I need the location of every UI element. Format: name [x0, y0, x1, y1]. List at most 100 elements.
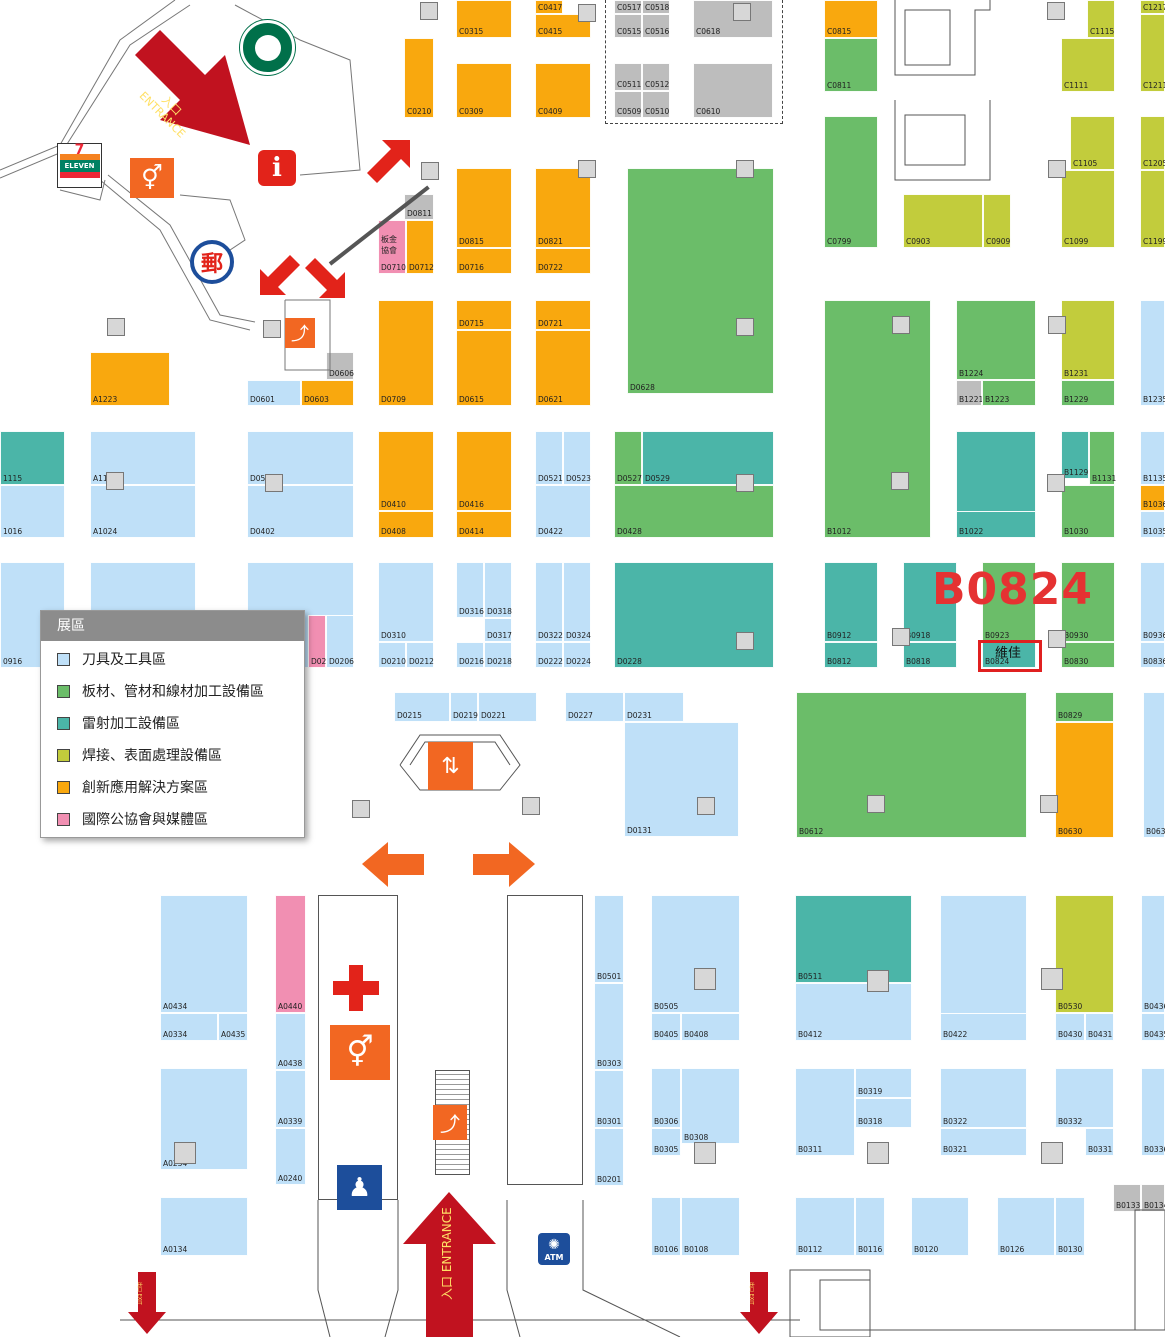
booth-d0428[interactable]: D0428: [614, 485, 774, 538]
booth-b0301[interactable]: B0301: [594, 1070, 624, 1128]
booth-d0212[interactable]: D0212: [406, 642, 434, 668]
booth-c0511[interactable]: C0511: [614, 63, 642, 91]
booth-b0308[interactable]: B0308: [681, 1068, 740, 1144]
booth-d0408[interactable]: D0408: [378, 511, 434, 538]
booth-c1205[interactable]: C1205: [1140, 116, 1165, 170]
booth-b0331[interactable]: B0331: [1085, 1128, 1114, 1156]
booth-d0131[interactable]: D0131: [624, 722, 739, 837]
booth-b1036[interactable]: B1036: [1140, 485, 1165, 511]
booth-b0511[interactable]: B0511: [795, 895, 912, 983]
booth-b1229[interactable]: B1229: [1061, 380, 1115, 406]
booth-d0815[interactable]: D0815: [456, 168, 512, 248]
booth-b0303[interactable]: B0303: [594, 983, 624, 1070]
booth-b0108[interactable]: B0108: [681, 1197, 740, 1256]
booth-c0515[interactable]: C0515: [614, 14, 642, 38]
booth-d0521[interactable]: D0521: [535, 431, 563, 485]
booth-c0903[interactable]: C0903: [903, 194, 983, 248]
booth-c1199[interactable]: C1199: [1140, 170, 1165, 248]
booth-d0501[interactable]: D0501: [247, 431, 354, 485]
highlight-box[interactable]: [978, 640, 1042, 672]
booth-d0811[interactable]: D0811: [404, 194, 434, 220]
booth-b0318[interactable]: B0318: [855, 1098, 912, 1128]
booth-b0818[interactable]: B0818: [903, 642, 957, 668]
booth-c1115[interactable]: C1115: [1087, 0, 1115, 38]
booth-a0240[interactable]: A0240: [275, 1128, 306, 1185]
booth-b0936[interactable]: B0936: [1140, 562, 1165, 642]
booth-b0435[interactable]: B0435: [1141, 1013, 1165, 1041]
booth-d0231[interactable]: D0231: [624, 692, 684, 722]
booth-a0435[interactable]: A0435: [218, 1013, 248, 1041]
booth-c0210[interactable]: C0210: [404, 38, 434, 118]
booth-d0615[interactable]: D0615: [456, 330, 512, 406]
booth-b0126[interactable]: B0126: [997, 1197, 1055, 1256]
booth-b0530[interactable]: B0530: [1055, 895, 1114, 1013]
booth-d0218[interactable]: D0218: [484, 642, 512, 668]
booth-b1135[interactable]: B1135: [1140, 431, 1165, 485]
booth-c0409[interactable]: C0409: [535, 63, 591, 118]
booth-b1224[interactable]: B1224: [956, 300, 1036, 380]
booth-c1211[interactable]: C1211: [1140, 14, 1165, 92]
booth-a0440[interactable]: A0440: [275, 895, 306, 1013]
booth-b0321[interactable]: B0321: [940, 1128, 1027, 1156]
booth-c0309[interactable]: C0309: [456, 63, 512, 118]
booth-b0133[interactable]: B0133: [1113, 1184, 1141, 1212]
booth-d0716[interactable]: D0716: [456, 248, 512, 274]
booth-d0402[interactable]: D0402: [247, 485, 354, 538]
booth-b0829[interactable]: B0829: [1055, 692, 1114, 722]
booth-d0628[interactable]: D0628: [627, 168, 774, 394]
booth-c0909[interactable]: C0909: [983, 194, 1011, 248]
booth-b0319[interactable]: B0319: [855, 1068, 912, 1098]
booth-d0527[interactable]: D0527: [614, 431, 642, 485]
booth-b0918[interactable]: B0918: [903, 562, 957, 642]
booth-b1035[interactable]: B1035: [1140, 511, 1165, 538]
booth-d0410[interactable]: D0410: [378, 431, 434, 511]
booth-d0715[interactable]: D0715: [456, 300, 512, 330]
booth-d0207[interactable]: D0207: [308, 615, 336, 668]
booth-1115[interactable]: 1115: [0, 431, 65, 485]
booth-b0830[interactable]: B0830: [1061, 642, 1115, 668]
booth-b0430[interactable]: B0430: [1055, 1013, 1085, 1041]
booth-c0518[interactable]: C0518: [642, 0, 670, 14]
booth-b1131[interactable]: B1131: [1089, 431, 1116, 485]
booth-d0529[interactable]: D0529: [642, 431, 774, 485]
booth-b0422[interactable]: B0422: [940, 1013, 1027, 1041]
booth-b0130[interactable]: B0130: [1055, 1197, 1085, 1256]
booth-b0436[interactable]: B0436: [1141, 895, 1165, 1013]
booth-c1099[interactable]: C1099: [1061, 170, 1115, 248]
booth-b0120[interactable]: B0120: [911, 1197, 969, 1256]
booth-d0322[interactable]: D0322: [535, 562, 563, 642]
booth-b1235[interactable]: B1235: [1140, 300, 1165, 406]
booth-d0722[interactable]: D0722: [535, 248, 591, 274]
booth-c0516[interactable]: C0516: [642, 14, 670, 38]
booth-d0216[interactable]: D0216: [456, 642, 484, 668]
booth-d0721[interactable]: D0721: [535, 300, 591, 330]
booth-b0112[interactable]: B0112: [795, 1197, 855, 1256]
booth-c1111[interactable]: C1111: [1061, 38, 1115, 92]
booth-b0912[interactable]: B0912: [824, 562, 878, 642]
booth-d0712[interactable]: D0712: [406, 220, 434, 274]
booth-d0603[interactable]: D0603: [301, 380, 354, 406]
booth-d0414[interactable]: D0414: [456, 511, 512, 538]
booth-b0431[interactable]: B0431: [1085, 1013, 1114, 1041]
booth-b0408[interactable]: B0408: [681, 1013, 740, 1041]
booth-b0505[interactable]: B0505: [651, 895, 740, 1013]
booth-c0799[interactable]: C0799: [824, 116, 878, 248]
booth-b0636[interactable]: B0636: [1143, 692, 1165, 838]
booth-1016[interactable]: 1016: [0, 485, 65, 538]
booth-b0836[interactable]: B0836: [1140, 642, 1165, 668]
booth-d0709[interactable]: D0709: [378, 300, 434, 406]
booth-d0228[interactable]: D0228: [614, 562, 774, 668]
booth-a1024[interactable]: A1024: [90, 485, 196, 538]
booth-b1223[interactable]: B1223: [982, 380, 1036, 406]
booth-a1223[interactable]: A1223: [90, 352, 170, 406]
booth-d0317[interactable]: D0317: [484, 618, 512, 642]
booth-d0416[interactable]: D0416: [456, 431, 512, 511]
booth-b0923[interactable]: B0923: [982, 562, 1036, 642]
booth-c0512[interactable]: C0512: [642, 63, 670, 91]
booth-b0332[interactable]: B0332: [1055, 1068, 1114, 1128]
booth-b0412[interactable]: B0412: [795, 983, 912, 1041]
booth-b1022[interactable]: B1022: [956, 511, 1036, 538]
booth-d0601[interactable]: D0601: [247, 380, 301, 406]
booth-c0815[interactable]: C0815: [824, 0, 878, 38]
booth-c0517[interactable]: C0517: [614, 0, 642, 14]
